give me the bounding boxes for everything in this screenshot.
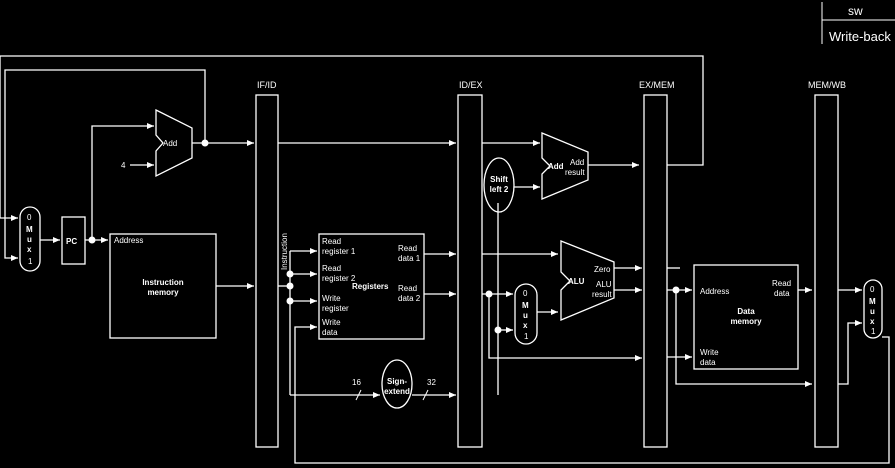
svg-text:data: data xyxy=(774,289,790,298)
corner-top-text: sw xyxy=(848,4,863,18)
svg-text:result: result xyxy=(565,168,585,177)
ex-mem-label: EX/MEM xyxy=(639,80,675,90)
if-id-label: IF/ID xyxy=(257,80,277,90)
svg-text:Read: Read xyxy=(772,279,791,288)
svg-text:M: M xyxy=(26,225,33,234)
registers-title: Registers xyxy=(352,282,389,291)
svg-text:Read: Read xyxy=(322,237,341,246)
register-file: Read register 1 Read register 2 Write re… xyxy=(318,233,425,340)
svg-text:Address: Address xyxy=(700,287,729,296)
branch-adder: Add Add result xyxy=(541,132,589,200)
svg-text:result: result xyxy=(592,290,612,299)
junction-dots xyxy=(88,139,680,334)
svg-text:extend: extend xyxy=(384,387,410,396)
svg-text:32: 32 xyxy=(427,378,436,387)
svg-text:Instruction: Instruction xyxy=(142,278,183,287)
svg-text:data: data xyxy=(322,328,338,337)
svg-text:u: u xyxy=(27,235,32,244)
svg-text:ALU: ALU xyxy=(596,280,612,289)
svg-text:u: u xyxy=(870,307,875,316)
pipeline-register-if-id: IF/ID xyxy=(255,80,279,448)
program-counter: PC xyxy=(61,216,86,265)
svg-text:Read: Read xyxy=(322,264,341,273)
svg-text:Sign-: Sign- xyxy=(387,377,407,386)
mem-wb-label: MEM/WB xyxy=(808,80,846,90)
pipeline-register-id-ex: ID/EX xyxy=(457,80,483,448)
svg-text:u: u xyxy=(523,311,528,320)
svg-text:register: register xyxy=(322,304,349,313)
svg-text:0: 0 xyxy=(523,289,528,298)
pc-mux: 0 M u x 1 xyxy=(19,206,41,272)
alu: ALU Zero ALU result xyxy=(560,240,615,321)
svg-text:1: 1 xyxy=(871,327,876,336)
sign-extend-unit: Sign- extend 16 32 xyxy=(352,359,436,409)
svg-text:Data: Data xyxy=(737,307,755,316)
corner-bottom-text: Write-back xyxy=(829,29,891,44)
wires xyxy=(0,55,890,464)
svg-text:Read: Read xyxy=(398,244,417,253)
svg-text:x: x xyxy=(870,317,875,326)
svg-text:x: x xyxy=(523,321,528,330)
alu-label: ALU xyxy=(568,277,585,286)
alu-src-mux: 0 M u x 1 xyxy=(514,283,538,345)
svg-text:data 1: data 1 xyxy=(398,254,421,263)
data-memory: Address Read data Data memory Write data xyxy=(693,264,799,370)
svg-text:M: M xyxy=(522,301,529,310)
pc-label: PC xyxy=(66,237,77,246)
imem-address-label: Address xyxy=(114,236,143,245)
svg-text:0: 0 xyxy=(27,213,32,222)
svg-text:Write: Write xyxy=(322,294,341,303)
svg-text:Shift: Shift xyxy=(490,175,508,184)
svg-text:memory: memory xyxy=(730,317,762,326)
svg-text:memory: memory xyxy=(147,288,179,297)
svg-text:0: 0 xyxy=(870,285,875,294)
svg-text:Add: Add xyxy=(548,162,564,171)
svg-text:data: data xyxy=(700,358,716,367)
svg-text:16: 16 xyxy=(352,378,361,387)
svg-text:register 2: register 2 xyxy=(322,274,356,283)
instruction-memory: Address Instruction memory xyxy=(109,233,217,339)
svg-text:data 2: data 2 xyxy=(398,294,421,303)
corner-legend: sw Write-back xyxy=(821,2,895,44)
shift-left-2-unit: Shift left 2 xyxy=(483,157,515,213)
pc-adder-label: Add xyxy=(163,139,177,148)
pc-adder: Add xyxy=(155,108,193,178)
svg-text:x: x xyxy=(27,245,32,254)
constant-four: 4 xyxy=(121,161,126,170)
svg-text:Write: Write xyxy=(322,318,341,327)
svg-text:1: 1 xyxy=(28,257,33,266)
svg-text:Zero: Zero xyxy=(594,265,611,274)
svg-text:Read: Read xyxy=(398,284,417,293)
pipeline-register-ex-mem: EX/MEM xyxy=(639,80,675,448)
id-ex-label: ID/EX xyxy=(459,80,483,90)
svg-text:left 2: left 2 xyxy=(490,185,509,194)
svg-text:register 1: register 1 xyxy=(322,247,356,256)
pipeline-register-mem-wb: MEM/WB xyxy=(808,80,846,448)
svg-text:1: 1 xyxy=(524,332,529,341)
svg-text:Write: Write xyxy=(700,348,719,357)
write-back-mux: 0 M u x 1 xyxy=(863,279,883,339)
svg-text:Add: Add xyxy=(570,158,584,167)
svg-text:M: M xyxy=(869,297,876,306)
instruction-bus-label: Instruction xyxy=(280,233,289,270)
